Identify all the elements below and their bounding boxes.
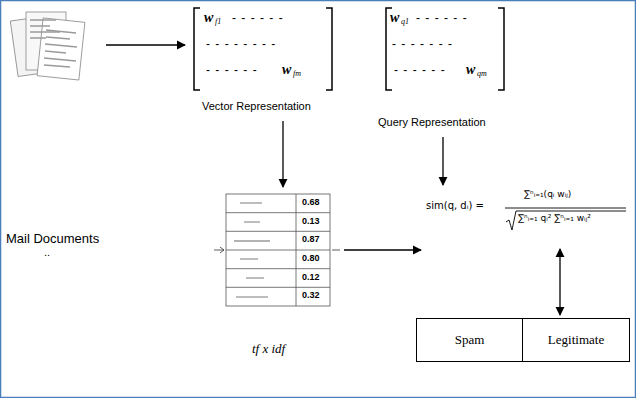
node-text: - - - - - -: [416, 12, 468, 25]
node-text: 0.87: [302, 235, 320, 245]
node-text: 0.32: [302, 291, 320, 301]
vector-matrix: wf1- - - - - -- - - - - - - -- - - - - -…: [188, 4, 338, 118]
node-text: - - - - - -: [232, 12, 284, 25]
node-text: - - - - - - - -: [206, 38, 276, 51]
node-text: w: [282, 62, 291, 77]
node-text: Spam: [455, 333, 485, 347]
node-text: w: [390, 10, 399, 25]
node-text: - - - - - -: [206, 64, 258, 77]
node-text: tf x idf: [252, 342, 285, 356]
query-matrix: wq1- - - - - -- - - - - - -- - - - - -wq…: [372, 4, 512, 134]
node-text: 0.13: [302, 217, 320, 227]
flow-arrow: [106, 44, 185, 45]
tfidf-table: 0.68 0.13 0.87 0.80 0.12 0.32 tf x idf: [206, 190, 342, 366]
node-text: sim(q, dᵢ) =: [426, 200, 484, 211]
node-text: Legitimate: [548, 333, 604, 347]
node-text: 0.12: [302, 273, 320, 283]
document-source: Mail Documents..: [4, 4, 104, 262]
node-text: - - - - - - -: [392, 38, 453, 51]
double-arrow: [559, 249, 560, 315]
node-text: ∑ⁿᵢ₌₁ qᵢ² ∑ⁿᵢ₌₁ wᵢⱼ²: [518, 214, 591, 224]
node-text: f1: [215, 18, 221, 27]
node-text: 0.80: [302, 254, 320, 264]
node-text: qm: [477, 70, 487, 79]
cosine-formula: sim(q, dᵢ) = ∑ⁿᵢ₌₁(qᵢ wᵢⱼ) ∑ⁿᵢ₌₁ qᵢ² ∑ⁿᵢ₌₁…: [424, 188, 630, 246]
flow-arrow: [344, 249, 421, 250]
documents-icon: [10, 12, 85, 80]
node-text: Query Representation: [378, 116, 486, 128]
node-text: w: [466, 62, 475, 77]
node-text: Vector Representation: [202, 100, 311, 112]
class-cell: Spam: [416, 318, 523, 362]
node-text: ∑ⁿᵢ₌₁(qᵢ wᵢⱼ): [524, 190, 571, 200]
matrix-bracket: [194, 8, 504, 90]
node-text: q1: [401, 18, 409, 27]
flow-arrow: [282, 121, 283, 187]
node-text: - - - - - -: [394, 64, 446, 77]
node-text: ..: [44, 246, 50, 258]
node-text: fm: [293, 70, 301, 79]
node-text: w: [204, 10, 213, 25]
formula-lines: [505, 208, 626, 230]
node-text: Mail Documents: [6, 232, 99, 246]
node-text: 0.68: [302, 198, 320, 208]
flow-arrow: [442, 137, 443, 185]
tfidf-table: [214, 194, 340, 306]
class-cell: Legitimate: [522, 318, 630, 362]
